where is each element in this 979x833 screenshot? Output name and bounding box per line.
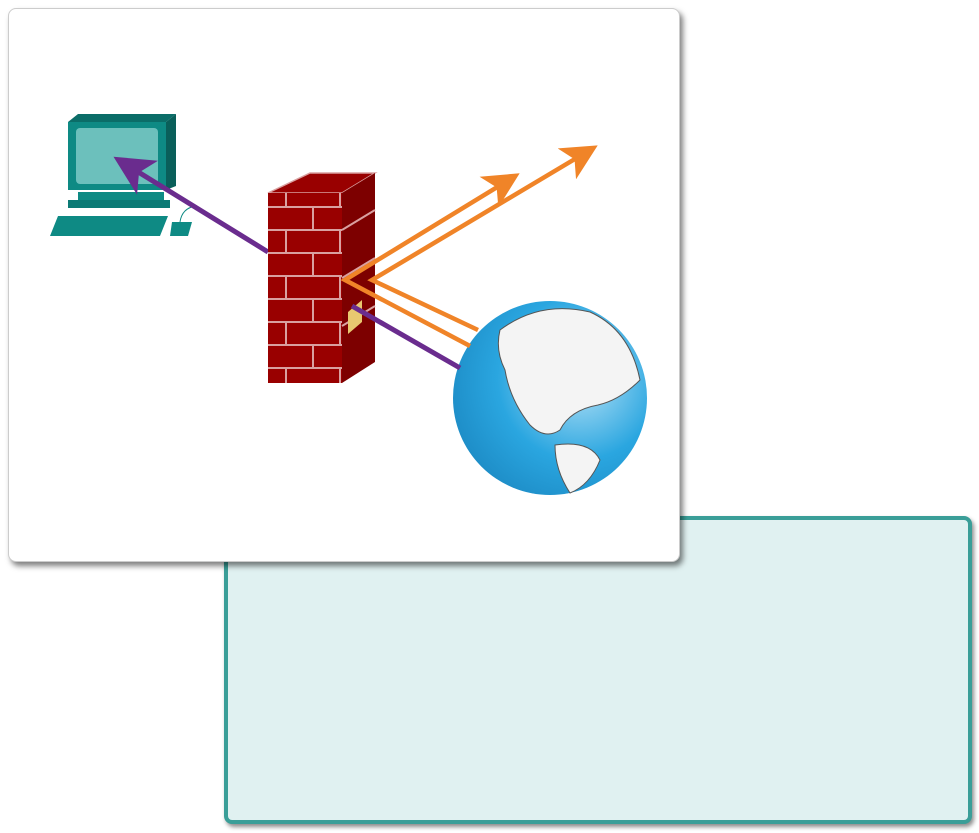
blocked-traffic-arrow	[113, 156, 270, 255]
computer-icon	[50, 114, 197, 236]
blocked-traffic-line	[350, 303, 462, 371]
allowed-traffic-arrow	[367, 145, 598, 333]
firewall-icon	[267, 172, 378, 383]
globe-icon	[453, 301, 647, 495]
allowed-traffic-arrow	[340, 173, 520, 348]
